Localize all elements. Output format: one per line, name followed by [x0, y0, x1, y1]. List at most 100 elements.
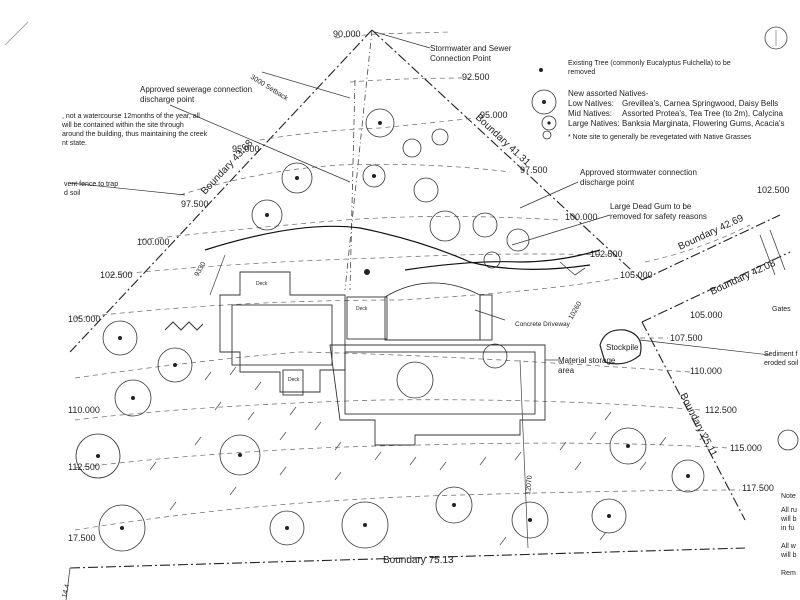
tree-dot — [120, 526, 124, 530]
legend-label: Mid Natives: — [568, 109, 612, 118]
contour-label: 110.000 — [690, 366, 722, 376]
note-text: discharge point — [580, 178, 635, 187]
deck-label: Deck — [256, 281, 268, 287]
legend-text: Banksia Marginata, Flowering Gums, Acaci… — [622, 119, 784, 128]
plan-notes: Stormwater and Sewer Connection Point Ap… — [61, 44, 799, 599]
legend-text: Grevillea's, Carnea Springwood, Daisy Be… — [622, 99, 778, 108]
general-notes: Note All ru will b in fu All w will b Re… — [780, 493, 797, 577]
house-west-wing — [219, 271, 346, 393]
note-text: Gates — [772, 306, 791, 313]
sediment-fence — [164, 321, 204, 331]
boundary-southwest-line — [65, 567, 71, 600]
deck-label: Deck — [288, 377, 300, 383]
house-west-room — [231, 304, 333, 366]
existing-tree-icon — [539, 68, 543, 72]
tree — [482, 343, 508, 369]
contour-92 — [349, 77, 471, 83]
general-note-text: will b — [780, 516, 797, 523]
tree — [396, 361, 434, 399]
note-text: d soil — [64, 190, 81, 197]
tree-dot — [607, 514, 611, 518]
general-note-text: in fu — [781, 525, 794, 532]
gates-symbol — [759, 229, 786, 276]
tree — [777, 429, 799, 451]
note-text: vent fence to trap — [64, 181, 118, 188]
contour-labels: 90.000 92.500 95.000 95,000 97.500 97.50… — [68, 29, 790, 543]
tree — [365, 108, 395, 138]
tree-dot — [96, 454, 100, 458]
tree — [431, 128, 449, 146]
large-native-icon — [531, 89, 557, 115]
contour-97 — [179, 163, 511, 196]
contour-label: 115.000 — [730, 443, 762, 453]
contour-112 — [74, 399, 701, 421]
contour-label: 100.000 — [565, 212, 598, 222]
tree-dot — [118, 336, 122, 340]
edge-label: 14.4 — [61, 583, 71, 598]
planting-legend: Existing Tree (commonly Eucalyptus Fulch… — [531, 60, 784, 141]
boundary-label: Boundary 43.68 — [199, 138, 256, 197]
contour-115 — [74, 442, 729, 469]
stockpile-outline — [599, 329, 642, 365]
tree-dot — [372, 174, 376, 178]
tree — [269, 510, 305, 546]
note-text: Connection Point — [430, 54, 492, 63]
tree — [219, 434, 261, 476]
sewer-line-2 — [349, 79, 356, 291]
tree-dot — [686, 474, 690, 478]
deck-label: Deck — [356, 306, 368, 312]
contour-label: 105.000 — [690, 310, 723, 320]
tree — [483, 251, 501, 269]
general-note-text: Note — [781, 493, 796, 500]
tree — [429, 210, 461, 242]
tree-dot — [452, 503, 456, 507]
house-footprint — [219, 271, 546, 446]
contour-100 — [139, 216, 561, 241]
boundary-driveway-south-line — [641, 251, 791, 323]
tree — [511, 501, 549, 539]
tree — [362, 164, 386, 188]
stormwater-line — [204, 225, 591, 270]
deck-south — [282, 369, 304, 396]
note-text: Concrete Driveway — [515, 321, 571, 328]
boundary-label: Boundary 42.08 — [709, 258, 778, 298]
general-note-text: Rem — [781, 570, 796, 577]
mid-native-icon — [541, 115, 557, 131]
tree — [413, 177, 439, 203]
tree-dot — [542, 100, 546, 104]
scan-mark — [4, 21, 29, 46]
note-text: around the building, thus maintaining th… — [62, 131, 208, 138]
tree — [609, 427, 647, 465]
boundary-driveway-north-line — [641, 214, 781, 281]
contour-label: 97.500 — [181, 199, 209, 209]
note-text: Large Dead Gum to be — [610, 202, 692, 211]
boundary-west-line — [69, 29, 373, 353]
note-text: Approved sewerage connection — [140, 85, 252, 94]
tree — [435, 486, 473, 524]
contour-label: 110.000 — [68, 405, 100, 415]
tree — [102, 320, 138, 356]
sewer-line — [344, 29, 373, 291]
contour-label: 100.000 — [137, 237, 170, 247]
contour-label: 90.000 — [333, 29, 361, 39]
note-text: area — [558, 366, 575, 375]
legend-text: removed — [568, 69, 595, 76]
tree — [402, 138, 422, 158]
general-note-text: All ru — [781, 507, 797, 514]
boundary-south-line — [69, 547, 746, 569]
note-text: Approved stormwater connection — [580, 168, 697, 177]
tree-dot — [285, 526, 289, 530]
contour-label: 105.000 — [620, 270, 653, 280]
contour-lines — [74, 31, 751, 531]
tree-dot — [295, 176, 299, 180]
tree — [506, 228, 530, 252]
boundary-label: Boundary 25.11 — [677, 391, 719, 459]
legend-heading: New assorted Natives- — [568, 89, 649, 98]
tree — [281, 162, 313, 194]
contour-label: 105.000 — [68, 314, 101, 324]
tree — [75, 433, 121, 479]
tree-dot — [238, 453, 242, 457]
contour-label: 17.500 — [68, 533, 96, 543]
legend-text: Existing Tree (commonly Eucalyptus Fulch… — [568, 60, 731, 67]
